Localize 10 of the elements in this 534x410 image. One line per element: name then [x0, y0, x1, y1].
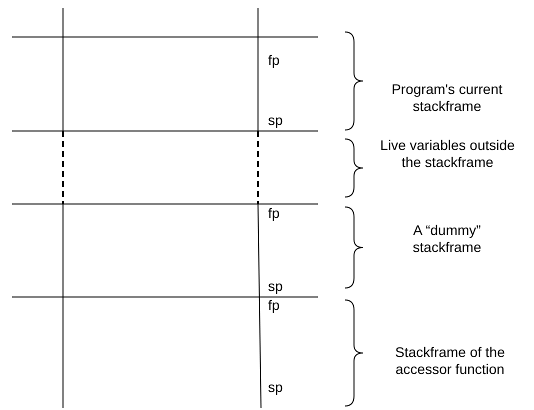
pointer-label: fp [268, 52, 280, 69]
frame-description: Program's current stackframe [390, 81, 504, 115]
frame-description: Stackframe of the accessor function [394, 344, 506, 378]
pointer-label: sp [268, 278, 283, 295]
pointer-label: sp [268, 379, 283, 396]
pointer-label: fp [268, 297, 280, 314]
frame-description: A “dummy” stackframe [412, 222, 482, 256]
pointer-label: sp [268, 112, 283, 129]
pointer-label: fp [268, 205, 280, 222]
frame-description: Live variables outside the stackframe [379, 137, 516, 171]
